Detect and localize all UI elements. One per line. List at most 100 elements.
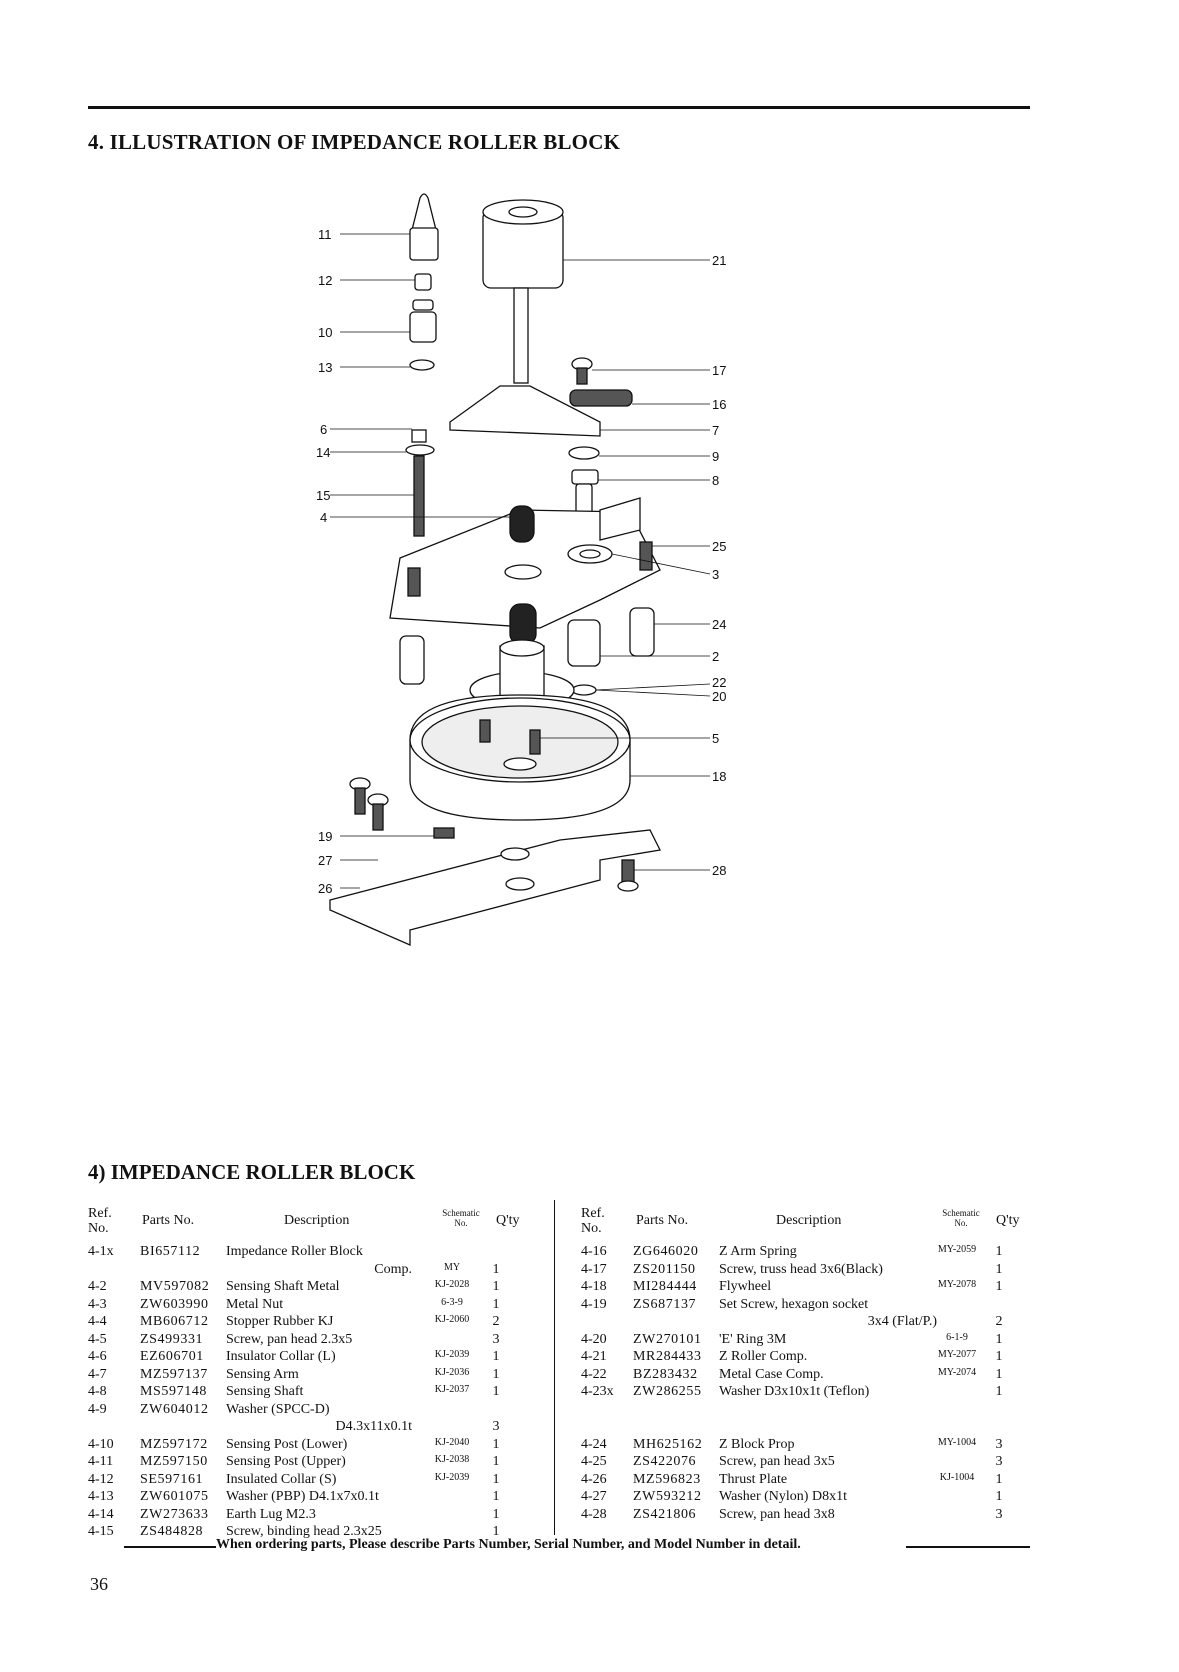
part-number-cell: MR284433 (633, 1349, 702, 1364)
ref-cell: 4-6 (88, 1349, 107, 1364)
description-cell: Screw, pan head 3x5 (719, 1454, 835, 1469)
description-cell: Metal Nut (226, 1296, 284, 1312)
qty-cell: 1 (995, 1489, 1003, 1504)
page-number: 36 (90, 1574, 108, 1594)
part-number-cell: BZ283432 (633, 1366, 698, 1382)
description-cell: Stopper Rubber KJ (226, 1314, 334, 1329)
ref-cell: 4-25 (581, 1454, 607, 1469)
qty-cell: 1 (995, 1261, 1003, 1277)
parts-list-title: 4) IMPEDANCE ROLLER BLOCK (88, 1160, 416, 1184)
ref-cell: 4-9 (88, 1401, 107, 1417)
part-number-cell: ZW603990 (140, 1296, 209, 1312)
qty-cell: 1 (995, 1366, 1003, 1382)
callout-label: 17 (712, 363, 726, 378)
ref-cell: 4-26 (581, 1471, 607, 1487)
callout-label: 7 (712, 423, 719, 438)
ref-cell: 4-16 (581, 1244, 607, 1259)
description-cell: Metal Case Comp. (719, 1366, 824, 1382)
description-cell: Comp. (374, 1261, 412, 1277)
part-number-cell: MV597082 (140, 1279, 210, 1294)
ref-cell: 4-15 (88, 1524, 114, 1539)
callout-label: 10 (318, 325, 332, 340)
description-cell: Screw, truss head 3x6(Black) (719, 1261, 883, 1277)
ref-cell: 4-11 (88, 1454, 114, 1469)
description-cell: Impedance Roller Block (226, 1244, 363, 1259)
schematic-cell: KJ-2060 (434, 1314, 470, 1325)
qty-cell: 3 (995, 1454, 1003, 1469)
qty-cell: 1 (995, 1349, 1003, 1364)
description-cell: Set Screw, hexagon socket (719, 1296, 869, 1312)
ref-cell: 4-2 (88, 1279, 107, 1294)
callout-label: 12 (318, 273, 332, 288)
description-cell: Sensing Arm (226, 1366, 299, 1382)
schematic-cell: KJ-2036 (434, 1366, 470, 1378)
ref-cell: 4-19 (581, 1296, 607, 1312)
callout-label: 21 (712, 253, 726, 268)
callout-label: 24 (712, 617, 726, 632)
part-number-cell: MZ596823 (633, 1471, 701, 1487)
qty-cell: 1 (995, 1471, 1003, 1487)
part-number-cell: SE597161 (140, 1471, 204, 1487)
description-cell: 3x4 (Flat/P.) (867, 1314, 937, 1329)
ref-cell: 4-4 (88, 1314, 107, 1329)
ref-cell: 4-14 (88, 1506, 114, 1522)
header-description: Description (776, 1213, 842, 1228)
callout-label: 20 (712, 689, 726, 704)
description-cell: Sensing Shaft Metal (226, 1279, 340, 1294)
part-number-cell: ZW286255 (633, 1384, 702, 1399)
qty-cell: 1 (995, 1244, 1003, 1259)
callout-label: 26 (318, 881, 332, 896)
schematic-cell: KJ-2038 (434, 1454, 470, 1465)
description-cell: Washer (SPCC-D) (226, 1401, 330, 1417)
part-number-cell: ZW593212 (633, 1489, 702, 1504)
part-number-cell: MZ597137 (140, 1366, 208, 1382)
ref-cell: 4-5 (88, 1331, 107, 1347)
part-number-cell: ZS201150 (633, 1261, 696, 1277)
callout-label: 9 (712, 449, 719, 464)
part-number-cell: ZS484828 (140, 1524, 204, 1539)
header-parts-no: Parts No. (142, 1213, 195, 1228)
callout-label: 16 (712, 397, 726, 412)
ref-cell: 4-13 (88, 1489, 114, 1504)
header-parts-no: Parts No. (636, 1213, 689, 1228)
description-cell: Z Arm Spring (719, 1244, 797, 1259)
callout-label: 3 (712, 567, 719, 582)
ref-cell: 4-27 (581, 1489, 607, 1504)
ref-cell: 4-8 (88, 1384, 107, 1399)
part-number-cell: MH625162 (633, 1436, 703, 1452)
part-number-cell: MB606712 (140, 1314, 209, 1329)
qty-cell: 1 (995, 1279, 1003, 1294)
header-ref: Ref.No. (581, 1206, 605, 1236)
qty-cell: 3 (995, 1436, 1003, 1452)
callout-label: 2 (712, 649, 719, 664)
header-description: Description (284, 1213, 350, 1228)
part-number-cell: ZW270101 (633, 1331, 702, 1347)
ref-cell: 4-21 (581, 1349, 607, 1364)
part-number-cell: ZG646020 (633, 1244, 699, 1259)
footer-rule-left (124, 1546, 216, 1548)
callout-label: 18 (712, 769, 726, 784)
schematic-cell: MY-2059 (937, 1244, 977, 1255)
qty-cell: 1 (492, 1349, 500, 1364)
qty-cell: 1 (492, 1506, 500, 1522)
qty-cell: 1 (995, 1331, 1003, 1347)
qty-cell: 1 (492, 1261, 500, 1277)
ref-cell: 4-3 (88, 1296, 107, 1312)
description-cell: 'E' Ring 3M (719, 1331, 787, 1347)
